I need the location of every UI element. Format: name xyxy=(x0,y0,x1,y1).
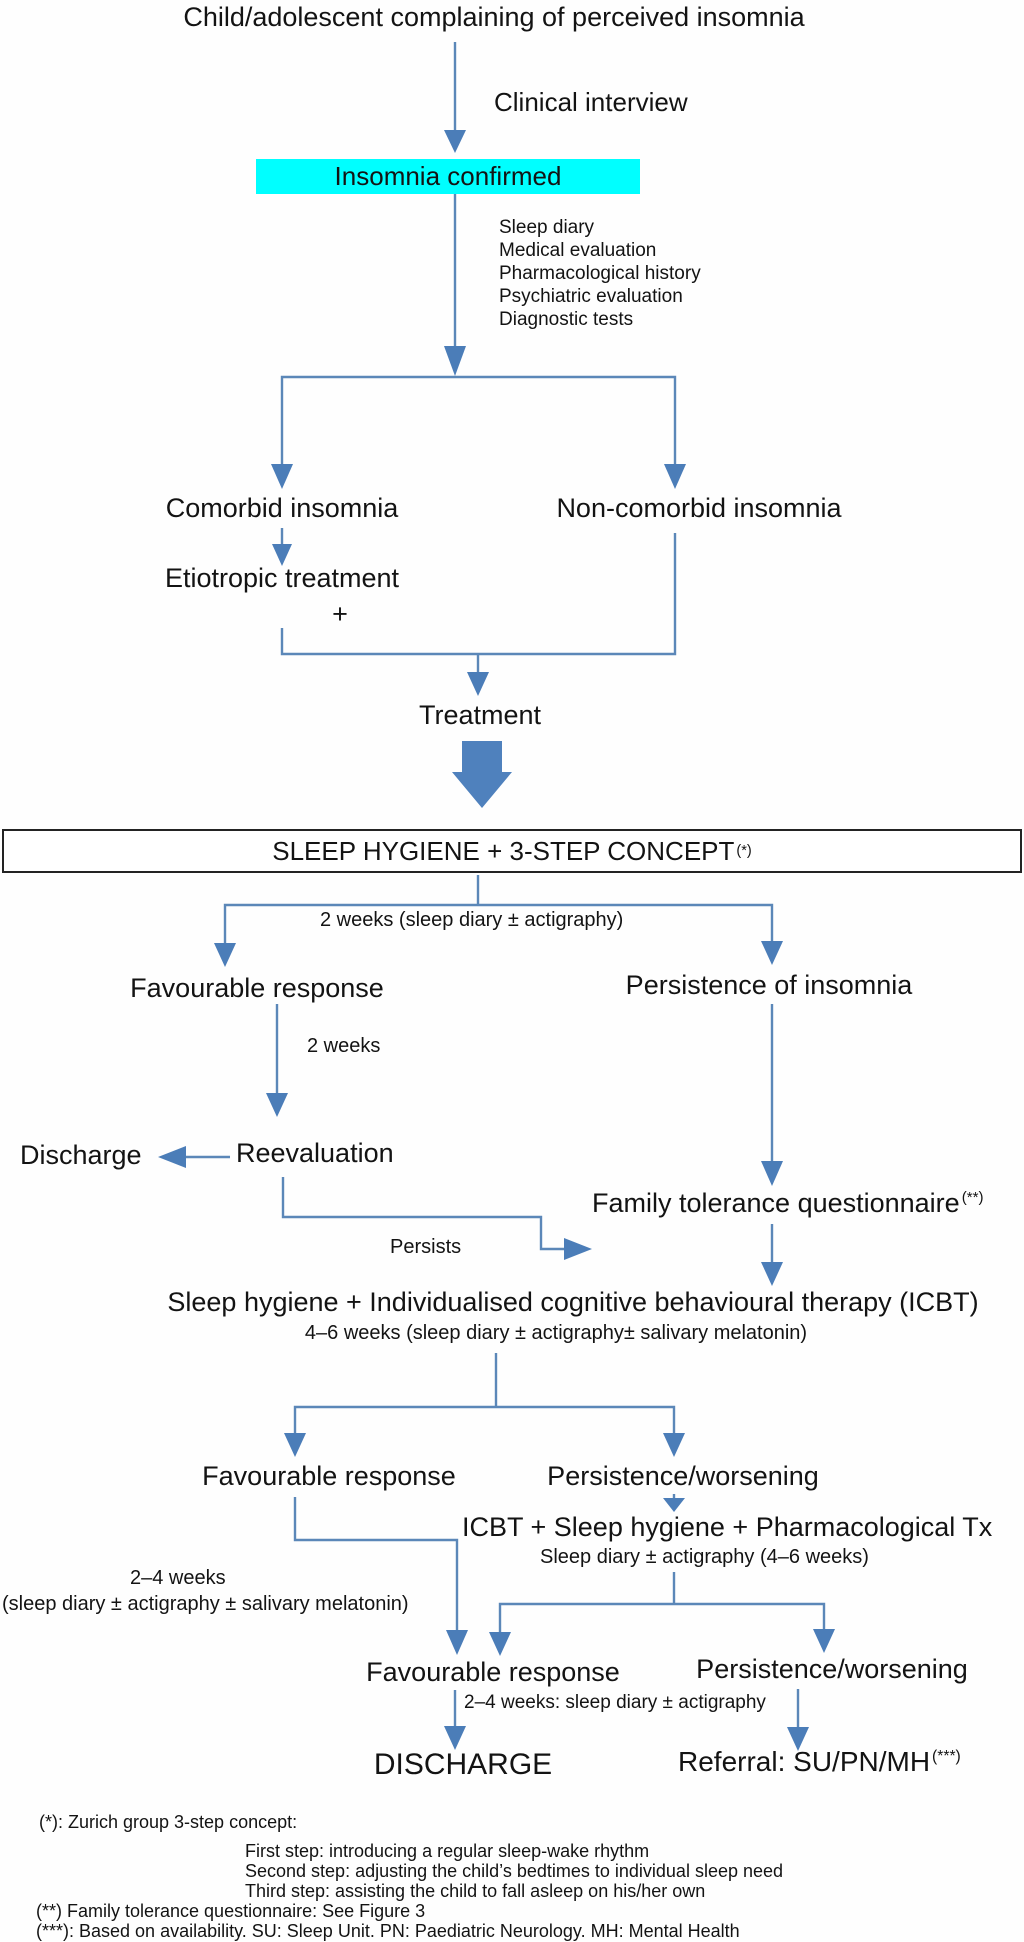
footnote-third-step: Third step: assisting the child to fall … xyxy=(245,1881,706,1901)
list-item: Sleep diary xyxy=(499,217,595,238)
flow-arrowheads xyxy=(158,130,835,1751)
two-weeks-diary-label: 2 weeks (sleep diary ± actigraphy) xyxy=(320,909,624,931)
footnote-family-tolerance: (**) Family tolerance questionnaire: See… xyxy=(36,1901,426,1921)
non-comorbid-insomnia-label: Non-comorbid insomnia xyxy=(556,493,842,523)
footnote-marker: (**) xyxy=(961,1189,984,1206)
icbt-pharmacological-sublabel: Sleep diary ± actigraphy (4–6 weeks) xyxy=(540,1546,869,1568)
persistence-worsening-2-label: Persistence/worsening xyxy=(696,1654,968,1684)
two-four-weeks-label: 2–4 weeks xyxy=(130,1567,226,1589)
clinical-interview-label: Clinical interview xyxy=(494,87,688,117)
insomnia-confirmed-label: Insomnia confirmed xyxy=(334,161,562,191)
flow-lines xyxy=(184,42,826,1729)
insomnia-confirmed-box: Insomnia confirmed xyxy=(256,159,640,194)
favourable-response-1-label: Favourable response xyxy=(130,973,384,1003)
reevaluation-label: Reevaluation xyxy=(236,1138,394,1168)
list-item: Diagnostic tests xyxy=(499,309,634,330)
two-four-weeks-sublabel: (sleep diary ± actigraphy ± salivary mel… xyxy=(2,1593,409,1615)
favourable-response-3-sublabel: 2–4 weeks: sleep diary ± actigraphy xyxy=(464,1692,766,1713)
footnote-first-step: First step: introducing a regular sleep-… xyxy=(245,1841,650,1861)
discharge-final-label: DISCHARGE xyxy=(373,1748,553,1781)
referral-text: Referral: SU/PN/MH xyxy=(678,1746,931,1777)
footnote-marker: (***) xyxy=(932,1747,961,1765)
evaluation-list: Sleep diary Medical evaluation Pharmacol… xyxy=(499,216,701,331)
footnote-second-step: Second step: adjusting the child’s bedti… xyxy=(245,1861,784,1881)
two-weeks-label: 2 weeks xyxy=(307,1035,381,1057)
sleep-hygiene-concept-box: SLEEP HYGIENE + 3-STEP CONCEPT(*) xyxy=(2,829,1022,873)
list-item: Pharmacological history xyxy=(499,263,701,284)
footnote-zurich: (*): Zurich group 3-step concept: xyxy=(39,1812,298,1832)
persists-label: Persists xyxy=(390,1236,462,1258)
list-item: Psychiatric evaluation xyxy=(499,286,683,307)
icbt-pharmacological-label: ICBT + Sleep hygiene + Pharmacological T… xyxy=(462,1512,993,1542)
icbt-therapy-label: Sleep hygiene + Individualised cognitive… xyxy=(167,1287,979,1317)
sleep-hygiene-concept-label: SLEEP HYGIENE + 3-STEP CONCEPT xyxy=(272,835,735,866)
page-title: Child/adolescent complaining of perceive… xyxy=(183,2,805,32)
family-tolerance-text: Family tolerance questionnaire xyxy=(592,1188,960,1218)
favourable-response-3-label: Favourable response xyxy=(366,1657,620,1687)
treatment-label: Treatment xyxy=(418,700,542,730)
referral-label: Referral: SU/PN/MH(***) xyxy=(678,1746,961,1777)
footnote-availability: (***): Based on availability. SU: Sleep … xyxy=(36,1921,740,1941)
list-item: Medical evaluation xyxy=(499,240,657,261)
family-tolerance-label: Family tolerance questionnaire(**) xyxy=(592,1188,984,1218)
persistence-worsening-1-label: Persistence/worsening xyxy=(547,1461,819,1491)
plus-sign: + xyxy=(332,599,348,629)
etiotropic-treatment-label: Etiotropic treatment xyxy=(164,563,400,593)
thick-treatment-arrow xyxy=(452,741,512,808)
favourable-response-2-label: Favourable response xyxy=(202,1461,456,1491)
comorbid-insomnia-label: Comorbid insomnia xyxy=(165,493,399,523)
persistence-of-insomnia-label: Persistence of insomnia xyxy=(625,970,913,1000)
icbt-therapy-sublabel: 4–6 weeks (sleep diary ± actigraphy± sal… xyxy=(304,1322,808,1344)
discharge-label: Discharge xyxy=(20,1140,142,1170)
